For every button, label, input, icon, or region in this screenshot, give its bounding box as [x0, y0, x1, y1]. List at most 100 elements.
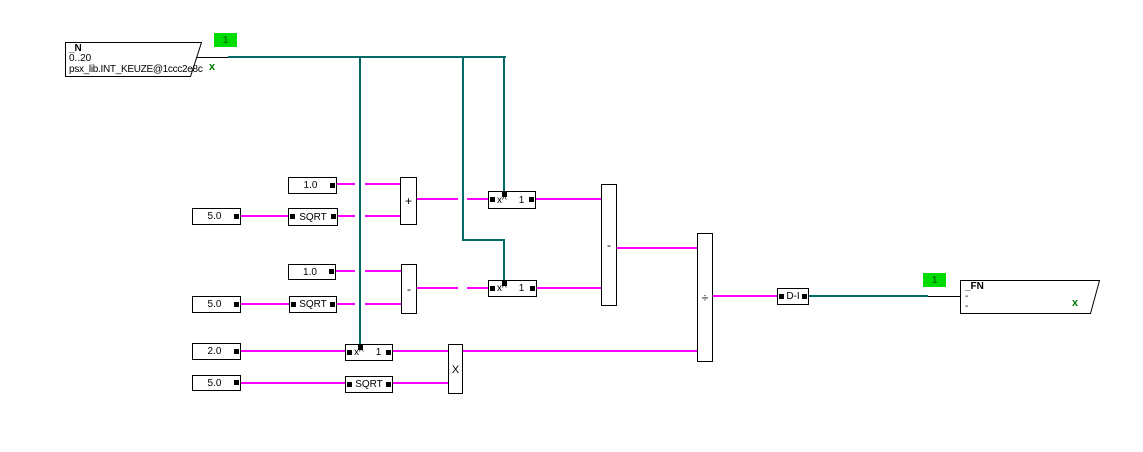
- input-pin: [490, 197, 495, 202]
- output-pin: [330, 301, 335, 307]
- exec-order-badge-sink: 1: [923, 273, 946, 287]
- wire-c5-pow3: [241, 350, 345, 352]
- wire-add-pow1-seg1: [417, 198, 458, 200]
- const-block-c6[interactable]: 5.0: [192, 375, 241, 391]
- wire-c1-add-seg2: [365, 183, 400, 185]
- output-pin: [802, 293, 807, 299]
- subtract-symbol: -: [607, 238, 611, 252]
- divide-block[interactable]: ÷: [697, 233, 713, 362]
- source-reference: psx_lib.INT_KEUZE@1ccc2e8c: [69, 64, 203, 75]
- wire-sqrt3-mul: [393, 382, 448, 384]
- power-block-3[interactable]: x^ 1: [345, 344, 393, 361]
- di-converter-block[interactable]: D-I: [777, 288, 809, 305]
- power-exponent: 1: [518, 194, 525, 206]
- const-value: 5.0: [207, 211, 222, 222]
- output-pin: [234, 301, 239, 307]
- output-pin: [386, 349, 391, 355]
- output-pin: [329, 269, 334, 274]
- add-block[interactable]: +: [400, 177, 417, 225]
- wire-c3-sub-seg1: [336, 270, 355, 272]
- wire-div-converter: [713, 295, 777, 297]
- power-label: x^: [497, 283, 507, 294]
- connection-mark-source: x: [209, 61, 216, 73]
- power-block-1[interactable]: x^ 1: [488, 191, 536, 209]
- sink-param-1: -: [965, 291, 969, 302]
- output-sink-block[interactable]: _FN - - x: [960, 280, 1101, 314]
- output-pin: [331, 214, 336, 219]
- power-label: x^: [354, 347, 364, 358]
- wire-sub-pow2-seg1: [417, 287, 458, 289]
- source-range: 0..20: [69, 53, 92, 64]
- input-pin: [290, 214, 295, 219]
- wire-c1-add-seg1: [337, 183, 355, 185]
- sqrt-block-3[interactable]: SQRT: [345, 376, 393, 393]
- sink-title: _FN: [965, 281, 984, 292]
- wire-exponent-branch-pow2-v2: [503, 239, 505, 282]
- output-pin: [530, 285, 535, 291]
- const-value: 5.0: [207, 299, 222, 310]
- sqrt-label: SQRT: [355, 379, 383, 390]
- wire-mul-div: [463, 350, 697, 352]
- output-pin: [234, 213, 239, 219]
- const-value: 1.0: [303, 266, 317, 278]
- sink-param-2: -: [965, 301, 969, 312]
- wire-pow3-mul: [393, 350, 448, 352]
- wire-sub-pow2-seg2: [467, 287, 488, 289]
- wire-c3-sub-seg2: [365, 270, 401, 272]
- wire-exponent-branch-pow1: [503, 56, 505, 192]
- output-pin: [529, 197, 534, 202]
- connection-mark-sink: x: [1072, 297, 1079, 309]
- power-exponent: 1: [375, 347, 382, 358]
- wire-exponent-branch-pow3: [359, 56, 361, 345]
- power-label: x^: [497, 194, 507, 206]
- const-block-c2[interactable]: 5.0: [192, 208, 241, 225]
- power-exponent: 1: [518, 283, 525, 294]
- const-value: 2.0: [207, 346, 222, 357]
- wire-c2-sqrt1: [241, 215, 288, 217]
- input-pin: [291, 301, 296, 307]
- input-source-block[interactable]: _N 0..20 psx_lib.INT_KEUZE@1ccc2e8c: [65, 42, 203, 77]
- multiply-symbol: X: [451, 364, 460, 376]
- const-block-c5[interactable]: 2.0: [192, 343, 241, 360]
- const-block-c1[interactable]: 1.0: [288, 177, 337, 194]
- const-value: 5.0: [207, 377, 222, 389]
- const-value: 1.0: [303, 180, 318, 191]
- wire-pow2-submain: [537, 287, 601, 289]
- wire-sqrt1-add-seg1: [338, 215, 355, 217]
- wire-exponent-bus-h: [228, 56, 506, 58]
- output-pin: [386, 381, 391, 387]
- sqrt-block-1[interactable]: SQRT: [288, 208, 338, 226]
- input-pin: [347, 381, 352, 387]
- const-block-c4[interactable]: 5.0: [192, 296, 241, 313]
- sqrt-block-2[interactable]: SQRT: [289, 296, 337, 313]
- source-block-outline: [65, 42, 203, 77]
- exponent-pin: [502, 281, 507, 286]
- sink-block-outline: [960, 280, 1101, 314]
- wire-pow1-submain: [536, 198, 601, 200]
- output-pin: [234, 348, 239, 354]
- subtract-block[interactable]: -: [401, 264, 417, 314]
- exec-order-badge-source: 1: [214, 33, 237, 47]
- add-symbol: +: [404, 194, 412, 208]
- converter-label: D-I: [786, 291, 800, 302]
- input-pin: [490, 285, 495, 291]
- power-block-2[interactable]: x^ 1: [488, 280, 537, 297]
- wire-add-pow1-seg2: [467, 198, 488, 200]
- wire-sink-in-plain: [928, 296, 961, 297]
- wire-sqrt2-sub-seg2: [365, 303, 401, 305]
- wire-converter-sink: [809, 295, 928, 297]
- wire-c4-sqrt2: [241, 303, 289, 305]
- wire-exponent-branch-pow2-h: [462, 239, 505, 241]
- wire-c6-sqrt3: [241, 382, 345, 384]
- exponent-pin: [358, 345, 363, 350]
- wire-sqrt2-sub-seg1: [337, 303, 355, 305]
- const-block-c3[interactable]: 1.0: [288, 264, 336, 280]
- wire-sqrt1-add-seg2: [365, 215, 400, 217]
- multiply-block[interactable]: X: [448, 344, 463, 394]
- subtract-main-block[interactable]: -: [601, 184, 617, 306]
- sqrt-label: SQRT: [299, 299, 327, 310]
- sqrt-label: SQRT: [299, 211, 327, 223]
- input-pin: [779, 293, 784, 299]
- wire-submain-div: [617, 247, 697, 249]
